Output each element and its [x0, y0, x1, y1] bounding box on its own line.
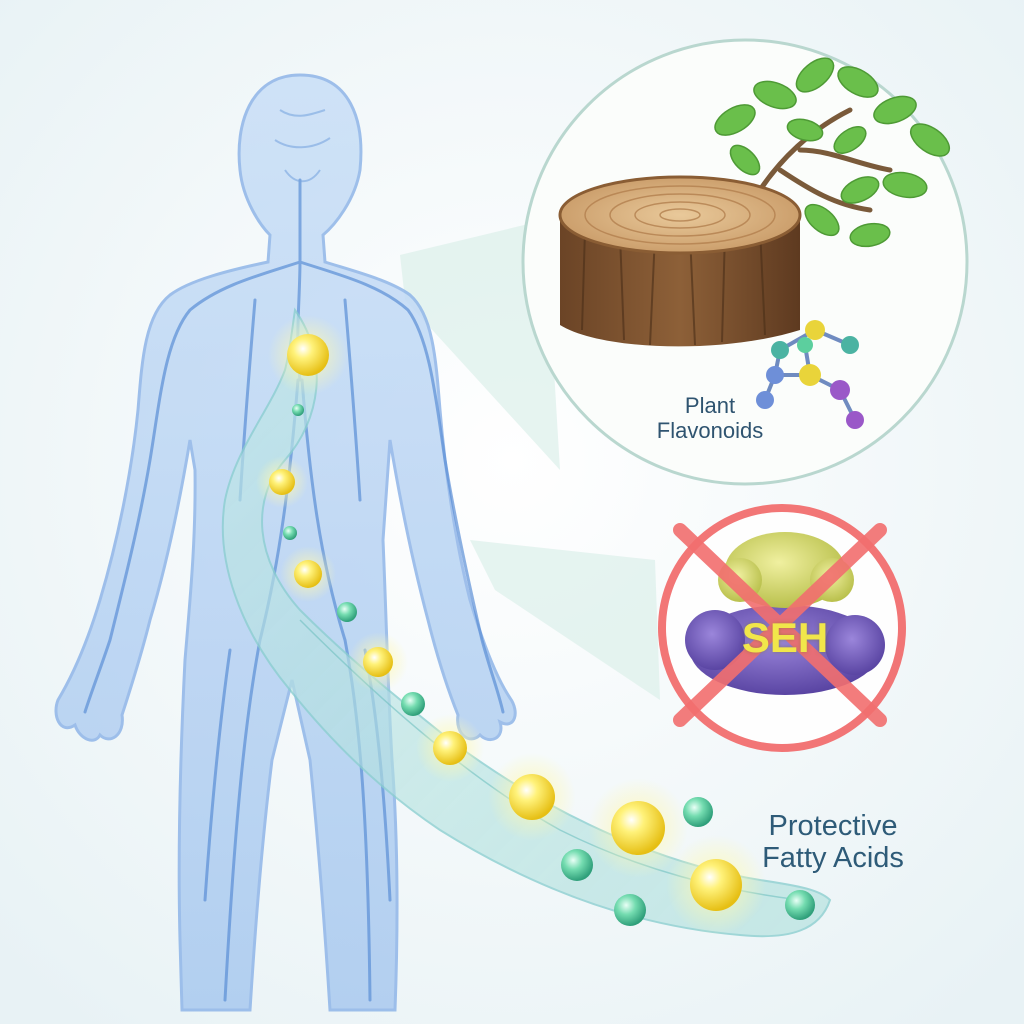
connector-to-plant	[400, 220, 560, 470]
protective-fatty-acids-label: Protective Fatty Acids	[738, 810, 928, 875]
green-molecule	[561, 849, 593, 881]
plant-label-line1: Plant	[684, 393, 736, 418]
green-molecule	[292, 404, 304, 416]
fatty-label-line2: Fatty Acids	[762, 842, 904, 875]
green-molecule	[683, 797, 713, 827]
seh-enzyme-label: SEH	[741, 614, 829, 661]
tree-stump-icon	[558, 175, 802, 347]
plant-label-line2: Flavonoids	[656, 417, 764, 443]
plant-flavonoids-label: Plant Flavonoids	[630, 393, 790, 443]
inhibit-cross-icon	[673, 523, 887, 727]
yellow-molecule	[611, 801, 665, 855]
yellow-molecule	[690, 859, 742, 911]
seh-enzyme-panel	[658, 504, 906, 752]
green-molecule	[401, 692, 425, 716]
fatty-acid-molecules	[256, 315, 815, 935]
connector-to-enzyme	[470, 540, 660, 700]
plant-source-panel	[521, 38, 969, 486]
green-molecule	[337, 602, 357, 622]
yellow-molecule	[269, 469, 295, 495]
green-molecule	[283, 526, 297, 540]
head-vessels	[274, 109, 331, 183]
green-molecule	[614, 894, 646, 926]
green-molecule	[785, 890, 815, 920]
tree-branch-icon	[714, 57, 951, 248]
yellow-molecule	[287, 334, 329, 376]
yellow-molecule	[294, 560, 322, 588]
yellow-molecule	[433, 731, 467, 765]
yellow-molecule	[363, 647, 393, 677]
fatty-label-line1: Protective	[768, 810, 898, 842]
yellow-molecule	[509, 774, 555, 820]
flavonoid-molecule-icon	[756, 320, 864, 429]
